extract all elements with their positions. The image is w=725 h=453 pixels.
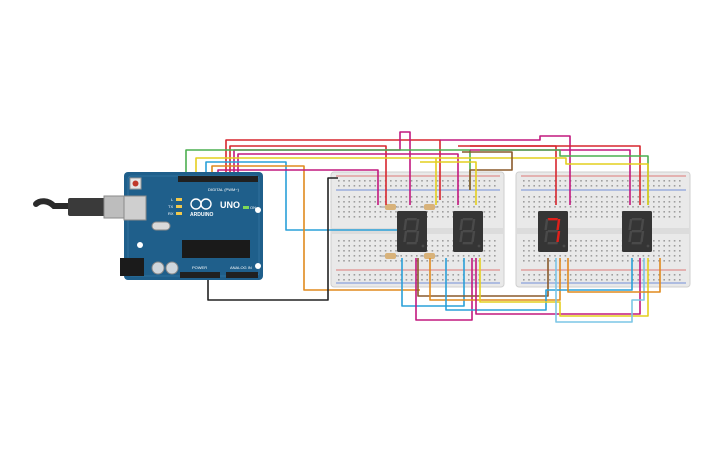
- resistor[interactable]: [381, 204, 399, 210]
- segment-e: [459, 231, 464, 242]
- resistors[interactable]: [381, 204, 438, 259]
- arduino-logo: [190, 198, 212, 210]
- wire-orange[interactable]: [429, 258, 561, 301]
- segment-b: [471, 219, 476, 230]
- segment-f: [544, 219, 549, 230]
- segment-a: [631, 218, 642, 221]
- wire-blue[interactable]: [205, 161, 398, 231]
- segment-e: [403, 231, 408, 242]
- analog-label: ANALOG IN: [230, 265, 252, 270]
- led-l-label: L: [171, 197, 174, 202]
- display-4[interactable]: [622, 211, 652, 252]
- segment-g: [547, 230, 558, 233]
- segment-f: [628, 219, 633, 230]
- analog-header[interactable]: [226, 272, 258, 278]
- display-1[interactable]: [397, 211, 427, 252]
- power-header[interactable]: [180, 272, 220, 278]
- wire-magenta[interactable]: [233, 131, 411, 205]
- wire-red[interactable]: [229, 145, 387, 205]
- segment-b: [640, 219, 645, 230]
- wire-yellow[interactable]: [479, 258, 649, 317]
- display-3[interactable]: [538, 211, 568, 252]
- wire-blue[interactable]: [555, 258, 645, 323]
- wire-blue[interactable]: [445, 258, 633, 311]
- segment-b: [556, 219, 561, 230]
- segment-c: [471, 231, 476, 242]
- on-label: ON: [250, 205, 256, 210]
- wire-orange[interactable]: [211, 165, 420, 291]
- segment-g: [406, 230, 417, 233]
- digital-header[interactable]: [178, 176, 258, 182]
- board-model-label: UNO: [220, 200, 240, 210]
- wire-magenta[interactable]: [415, 258, 473, 321]
- usb-cable[interactable]: [33, 195, 135, 219]
- wire-blue[interactable]: [401, 258, 465, 307]
- segment-g: [631, 230, 642, 233]
- wire-orange[interactable]: [567, 258, 661, 293]
- seven-segment-displays[interactable]: [397, 211, 652, 252]
- segment-f: [459, 219, 464, 230]
- atmega-chip: [182, 240, 250, 258]
- display-2[interactable]: [453, 211, 483, 252]
- segment-b: [415, 219, 420, 230]
- wire-magenta[interactable]: [440, 135, 571, 205]
- arduino-uno-board[interactable]: L TX RX ARDUINO UNO ON DIGITAL (PWM~) PO…: [120, 172, 263, 280]
- wire-brown[interactable]: [462, 151, 513, 190]
- wire-red[interactable]: [470, 145, 641, 205]
- segment-g: [462, 230, 473, 233]
- segment-f: [403, 219, 408, 230]
- segment-a: [462, 218, 473, 221]
- segment-d: [547, 242, 558, 245]
- resistor[interactable]: [381, 253, 399, 259]
- led-rx-label: RX: [168, 211, 174, 216]
- segment-d: [406, 242, 417, 245]
- segment-d: [631, 242, 642, 245]
- segment-d: [462, 242, 473, 245]
- wire-black[interactable]: [207, 177, 338, 301]
- power-label: POWER: [192, 265, 207, 270]
- segment-e: [544, 231, 549, 242]
- wire-yellow[interactable]: [420, 161, 477, 205]
- wire-magenta[interactable]: [237, 153, 459, 205]
- digital-label: DIGITAL (PWM~): [208, 187, 240, 192]
- segment-a: [406, 218, 417, 221]
- wire-brown[interactable]: [417, 258, 549, 297]
- segment-c: [415, 231, 420, 242]
- arduino-logo-text: ARDUINO: [190, 212, 213, 218]
- segment-c: [640, 231, 645, 242]
- wires[interactable]: [185, 131, 661, 323]
- segment-a: [547, 218, 558, 221]
- wire-yellow[interactable]: [436, 157, 649, 205]
- led-tx-label: TX: [168, 204, 173, 209]
- resistor[interactable]: [420, 204, 438, 210]
- wire-magenta[interactable]: [475, 258, 641, 315]
- power-jack: [120, 258, 144, 276]
- segment-c: [556, 231, 561, 242]
- wire-yellow[interactable]: [195, 157, 437, 205]
- resistor[interactable]: [420, 253, 438, 259]
- segment-e: [628, 231, 633, 242]
